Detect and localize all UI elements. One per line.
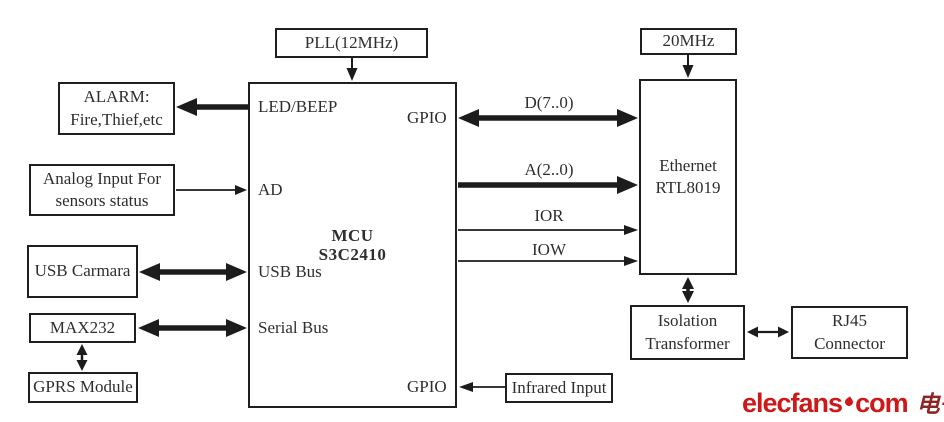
- arrow-serial-bus: [138, 319, 247, 337]
- infrared-input-label: Infrared Input: [511, 377, 607, 397]
- analog-label-line1: Analog Input For: [42, 168, 162, 188]
- mcu-name: MCU: [331, 226, 374, 245]
- max232-label: MAX232: [49, 317, 116, 337]
- watermark-brand: elecfans: [742, 388, 843, 418]
- mcu-port-gpio-bottom: GPIO: [407, 377, 447, 396]
- watermark-dot-icon: [843, 396, 855, 408]
- arrow-max232-gprs: [76, 344, 88, 371]
- arrow-ethernet-isolation: [682, 277, 694, 303]
- mcu-port-led-beep: LED/BEEP: [258, 97, 338, 116]
- mcu-box: [248, 82, 457, 408]
- alarm-box: ALARM: Fire,Thief,etc: [58, 82, 175, 135]
- pll-box: PLL(12MHz): [275, 28, 428, 58]
- arrow-pll-to-mcu: [346, 58, 358, 81]
- mcu-port-usb-bus: USB Bus: [258, 262, 322, 281]
- address-bus-label: A(2..0): [524, 160, 574, 179]
- arrow-clock-to-ethernet: [682, 55, 694, 78]
- clock-20mhz-label: 20MHz: [662, 31, 715, 51]
- arrow-infrared-to-gpio: [459, 382, 505, 392]
- pll-label: PLL(12MHz): [304, 32, 399, 52]
- iow-label: IOW: [532, 240, 566, 259]
- rj45-connector-box: RJ45 Connector: [791, 306, 908, 359]
- arrow-isolation-rj45: [747, 326, 789, 338]
- ior-label: IOR: [534, 206, 564, 225]
- isolation-label-line2: Transformer: [645, 333, 730, 353]
- ethernet-label-line2: RTL8019: [655, 178, 721, 197]
- rj45-label-line1: RJ45: [832, 311, 867, 331]
- arrow-ior: [458, 225, 638, 235]
- clock-20mhz-box: 20MHz: [640, 28, 737, 55]
- analog-input-box: Analog Input For sensors status: [29, 164, 175, 216]
- watermark: elecfans com 电子发烧友: [742, 385, 944, 419]
- usb-camera-box: USB Carmara: [27, 245, 138, 298]
- max232-box: MAX232: [29, 313, 136, 343]
- watermark-tld: com: [855, 388, 909, 418]
- mcu-port-serial-bus: Serial Bus: [258, 318, 329, 337]
- data-bus-label: D(7..0): [524, 93, 574, 112]
- gprs-module-label: GPRS Module: [33, 377, 133, 397]
- rj45-label-line2: Connector: [814, 333, 885, 353]
- isolation-transformer-box: Isolation Transformer: [630, 305, 745, 360]
- ethernet-box: Ethernet RTL8019: [639, 79, 737, 275]
- watermark-cjk-name: 电子发烧友: [916, 392, 944, 417]
- mcu-port-ad: AD: [258, 180, 283, 199]
- alarm-label-line2: Fire,Thief,etc: [70, 109, 163, 129]
- ethernet-label-line1: Ethernet: [659, 155, 717, 175]
- gprs-module-box: GPRS Module: [28, 372, 138, 403]
- usb-camera-label: USB Carmara: [34, 261, 131, 281]
- arrow-analog-to-ad: [176, 185, 247, 195]
- mcu-part-number: S3C2410: [318, 245, 387, 264]
- alarm-label-line1: ALARM:: [83, 87, 150, 107]
- isolation-label-line1: Isolation: [657, 311, 718, 331]
- infrared-input-box: Infrared Input: [505, 373, 613, 403]
- analog-label-line2: sensors status: [55, 191, 149, 210]
- arrow-mcu-to-alarm: [176, 98, 248, 116]
- mcu-port-gpio-top: GPIO: [407, 108, 447, 127]
- arrow-usb-bus: [139, 263, 247, 281]
